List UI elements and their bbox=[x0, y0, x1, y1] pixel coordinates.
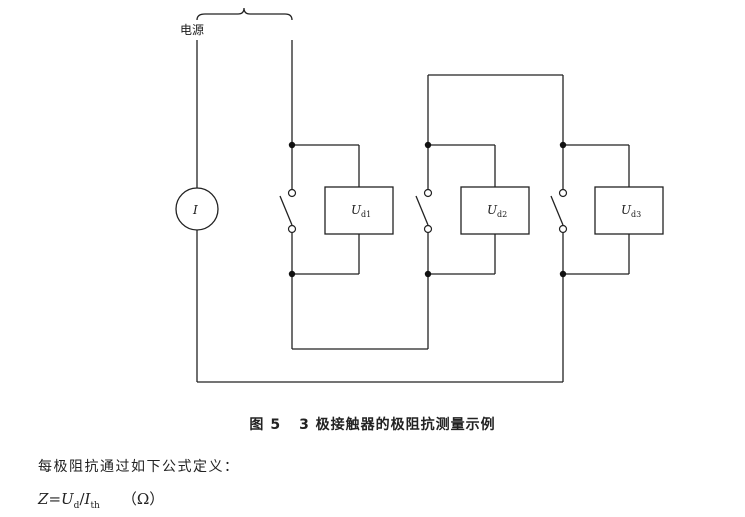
pole-2-impedance-box bbox=[460, 186, 530, 235]
figure-caption-number: 5 bbox=[270, 417, 282, 433]
pole-3-impedance-label: U bbox=[621, 203, 632, 217]
source-label: 电源 bbox=[180, 23, 204, 37]
pole-3-impedance-sub: d3 bbox=[631, 210, 641, 219]
pole-1-impedance-box bbox=[324, 186, 394, 235]
pole-1-node-bottom bbox=[288, 270, 296, 278]
formula-z: Z bbox=[38, 490, 49, 508]
formula-u: U bbox=[61, 490, 74, 508]
formula-slash: / bbox=[79, 490, 85, 508]
pole-2-contact-top bbox=[423, 188, 433, 198]
pole-3-contact-top bbox=[558, 188, 568, 198]
pole-1-impedance-sub: d1 bbox=[361, 210, 371, 219]
impedance-formula: Z=Ud/Ith （Ω） bbox=[38, 488, 164, 511]
pole-3-impedance-box bbox=[594, 186, 664, 235]
formula-unit: （Ω） bbox=[121, 490, 165, 508]
definition-text: 每极阻抗通过如下公式定义： bbox=[38, 459, 240, 475]
formula-equals: = bbox=[48, 490, 62, 508]
pole-3-contact-bottom bbox=[558, 224, 568, 234]
pole-2-switch-blade bbox=[415, 195, 429, 226]
ammeter-label: I bbox=[192, 203, 198, 217]
formula-u-sub: d bbox=[73, 501, 80, 511]
pole-1: U d1 bbox=[279, 141, 394, 349]
source-brace bbox=[196, 7, 293, 21]
figure-caption-text: 3 极接触器的极阻抗测量示例 bbox=[299, 417, 496, 433]
pole-2-contact-bottom bbox=[423, 224, 433, 234]
pole-3-node-top bbox=[559, 141, 567, 149]
formula-i-sub: th bbox=[90, 501, 100, 511]
formula-i: I bbox=[84, 490, 91, 508]
pole-1-contact-bottom bbox=[287, 224, 297, 234]
pole-3-node-bottom bbox=[559, 270, 567, 278]
pole-2-impedance-label: U bbox=[487, 203, 498, 217]
pole-1-contact-top bbox=[287, 188, 297, 198]
pole-2-node-top bbox=[424, 141, 432, 149]
pole-2-node-bottom bbox=[424, 270, 432, 278]
pole-2: U d2 bbox=[415, 75, 530, 278]
pole-3-switch-blade bbox=[550, 195, 564, 226]
pole-1-switch-blade bbox=[279, 195, 293, 226]
pole-1-node-top bbox=[288, 141, 296, 149]
pole-2-impedance-sub: d2 bbox=[497, 210, 507, 219]
pole-1-impedance-label: U bbox=[351, 203, 362, 217]
figure-caption-label: 图 bbox=[249, 417, 265, 433]
pole-3: U d3 bbox=[550, 141, 664, 382]
